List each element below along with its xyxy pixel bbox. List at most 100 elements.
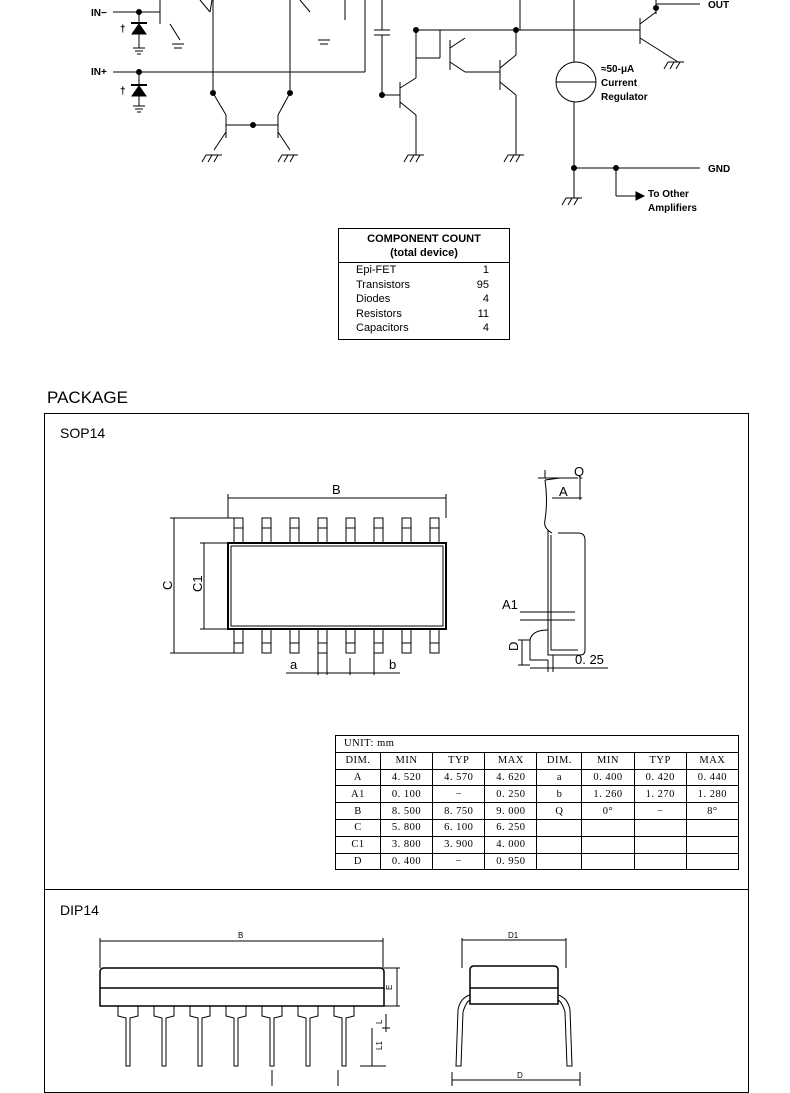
sop-dim-A1: A1 bbox=[502, 597, 518, 612]
table-header: MIN bbox=[379, 751, 434, 770]
sop-dim-C1: C1 bbox=[190, 575, 205, 592]
table-unit: UNIT: mm bbox=[335, 735, 739, 753]
table-cell: 0. 440 bbox=[685, 768, 740, 787]
table-cell: 8. 500 bbox=[379, 802, 434, 820]
table-cell bbox=[581, 852, 635, 871]
table-cell: C1 bbox=[335, 835, 381, 854]
table-cell bbox=[685, 852, 740, 871]
dagger-mark: † bbox=[120, 86, 126, 97]
table-cell: A1 bbox=[335, 785, 381, 804]
table-cell: A bbox=[335, 768, 381, 787]
table-cell: 0. 400 bbox=[379, 852, 434, 871]
sop-dim-D: D bbox=[506, 642, 521, 651]
package-heading: PACKAGE bbox=[47, 388, 128, 407]
sop14-label: SOP14 bbox=[60, 425, 106, 441]
sop14-drawing: B C C1 a b Q A A1 D 0. 25 bbox=[160, 464, 608, 675]
table-cell bbox=[536, 852, 583, 871]
table-cell bbox=[633, 852, 687, 871]
table-cell: 6. 250 bbox=[484, 818, 538, 837]
table-cell: C bbox=[335, 818, 381, 837]
table-cell: 0. 950 bbox=[484, 852, 538, 871]
table-header-row: DIM. MIN TYP MAX DIM. MIN TYP MAX bbox=[335, 751, 740, 770]
table-cell: 8° bbox=[685, 802, 740, 820]
table-cell: 0. 420 bbox=[633, 768, 687, 787]
component-label: Capacitors bbox=[356, 322, 409, 334]
table-cell: b bbox=[536, 785, 583, 804]
table-cell bbox=[581, 818, 635, 837]
component-count-header: COMPONENT COUNT (total device) bbox=[339, 229, 509, 263]
table-cell: 1. 280 bbox=[685, 785, 740, 804]
table-cell: 0. 250 bbox=[484, 785, 538, 804]
gnd-label: GND bbox=[708, 164, 730, 175]
sop-dim-Q: Q bbox=[574, 464, 584, 479]
component-value: 4 bbox=[482, 322, 489, 334]
table-cell: 5. 800 bbox=[379, 818, 434, 837]
regulator-label-3: Regulator bbox=[601, 92, 648, 103]
component-count-subtitle: (total device) bbox=[390, 247, 458, 259]
table-cell bbox=[685, 835, 740, 854]
table-cell: D bbox=[335, 852, 381, 871]
table-cell: 3. 900 bbox=[432, 835, 486, 854]
table-cell: 4. 000 bbox=[484, 835, 538, 854]
table-cell: 8. 750 bbox=[432, 802, 486, 820]
out-label: OUT bbox=[708, 0, 729, 11]
to-other-label-2: Amplifiers bbox=[648, 203, 697, 214]
dip-dim-L: L bbox=[375, 1019, 384, 1024]
table-header: TYP bbox=[633, 751, 687, 770]
table-header: MIN bbox=[581, 751, 635, 770]
dip-dim-L1: L1 bbox=[375, 1041, 384, 1050]
component-count-title: COMPONENT COUNT bbox=[367, 233, 481, 245]
table-cell: 3. 800 bbox=[379, 835, 434, 854]
component-label: Resistors bbox=[356, 307, 402, 320]
table-cell bbox=[536, 818, 583, 837]
table-cell bbox=[633, 835, 687, 854]
dagger-mark: † bbox=[120, 24, 126, 35]
component-row: Resistors 11 bbox=[339, 307, 509, 322]
schematic-diagram: IN− IN+ † † OUT GND ≈50-μA Current Regul… bbox=[91, 0, 730, 214]
component-row: Capacitors 4 bbox=[339, 321, 509, 336]
dip-dim-D1: D1 bbox=[508, 931, 519, 940]
table-cell bbox=[685, 818, 740, 837]
dip-dim-B: B bbox=[238, 931, 243, 940]
table-cell: 4. 570 bbox=[432, 768, 486, 787]
table-row: UNIT: mm bbox=[335, 735, 739, 753]
component-value: 11 bbox=[477, 307, 489, 320]
dip14-label: DIP14 bbox=[60, 902, 99, 918]
table-cell: 0. 100 bbox=[379, 785, 434, 804]
table-cell: 9. 000 bbox=[484, 802, 538, 820]
table-header: DIM. bbox=[536, 751, 583, 770]
table-header: DIM. bbox=[335, 751, 381, 770]
to-other-label-1: To Other bbox=[648, 189, 689, 200]
table-header: MAX bbox=[685, 751, 740, 770]
table-cell bbox=[581, 835, 635, 854]
sop-dim-a: a bbox=[290, 657, 298, 672]
sop-dim-B: B bbox=[332, 482, 341, 497]
in-plus-label: IN+ bbox=[91, 67, 107, 78]
in-minus-label: IN− bbox=[91, 8, 107, 19]
table-cell bbox=[633, 818, 687, 837]
table-cell: 6. 100 bbox=[432, 818, 486, 837]
component-label: Epi-FET bbox=[356, 264, 397, 276]
table-header: MAX bbox=[484, 751, 538, 770]
table-cell: 1. 270 bbox=[633, 785, 687, 804]
sop-dim-C: C bbox=[160, 581, 175, 590]
table-cell: B bbox=[335, 802, 381, 820]
sop-dim-b: b bbox=[389, 657, 396, 672]
dip14-drawing: B E L1 L D1 D bbox=[99, 931, 581, 1086]
table-cell: Q bbox=[536, 802, 583, 820]
component-label: Diodes bbox=[356, 293, 391, 305]
table-cell: − bbox=[633, 802, 687, 820]
regulator-label-2: Current bbox=[601, 78, 638, 89]
table-cell: 0. 400 bbox=[581, 768, 635, 787]
package-divider bbox=[44, 889, 749, 890]
regulator-label-1: ≈50-μA bbox=[601, 64, 634, 75]
